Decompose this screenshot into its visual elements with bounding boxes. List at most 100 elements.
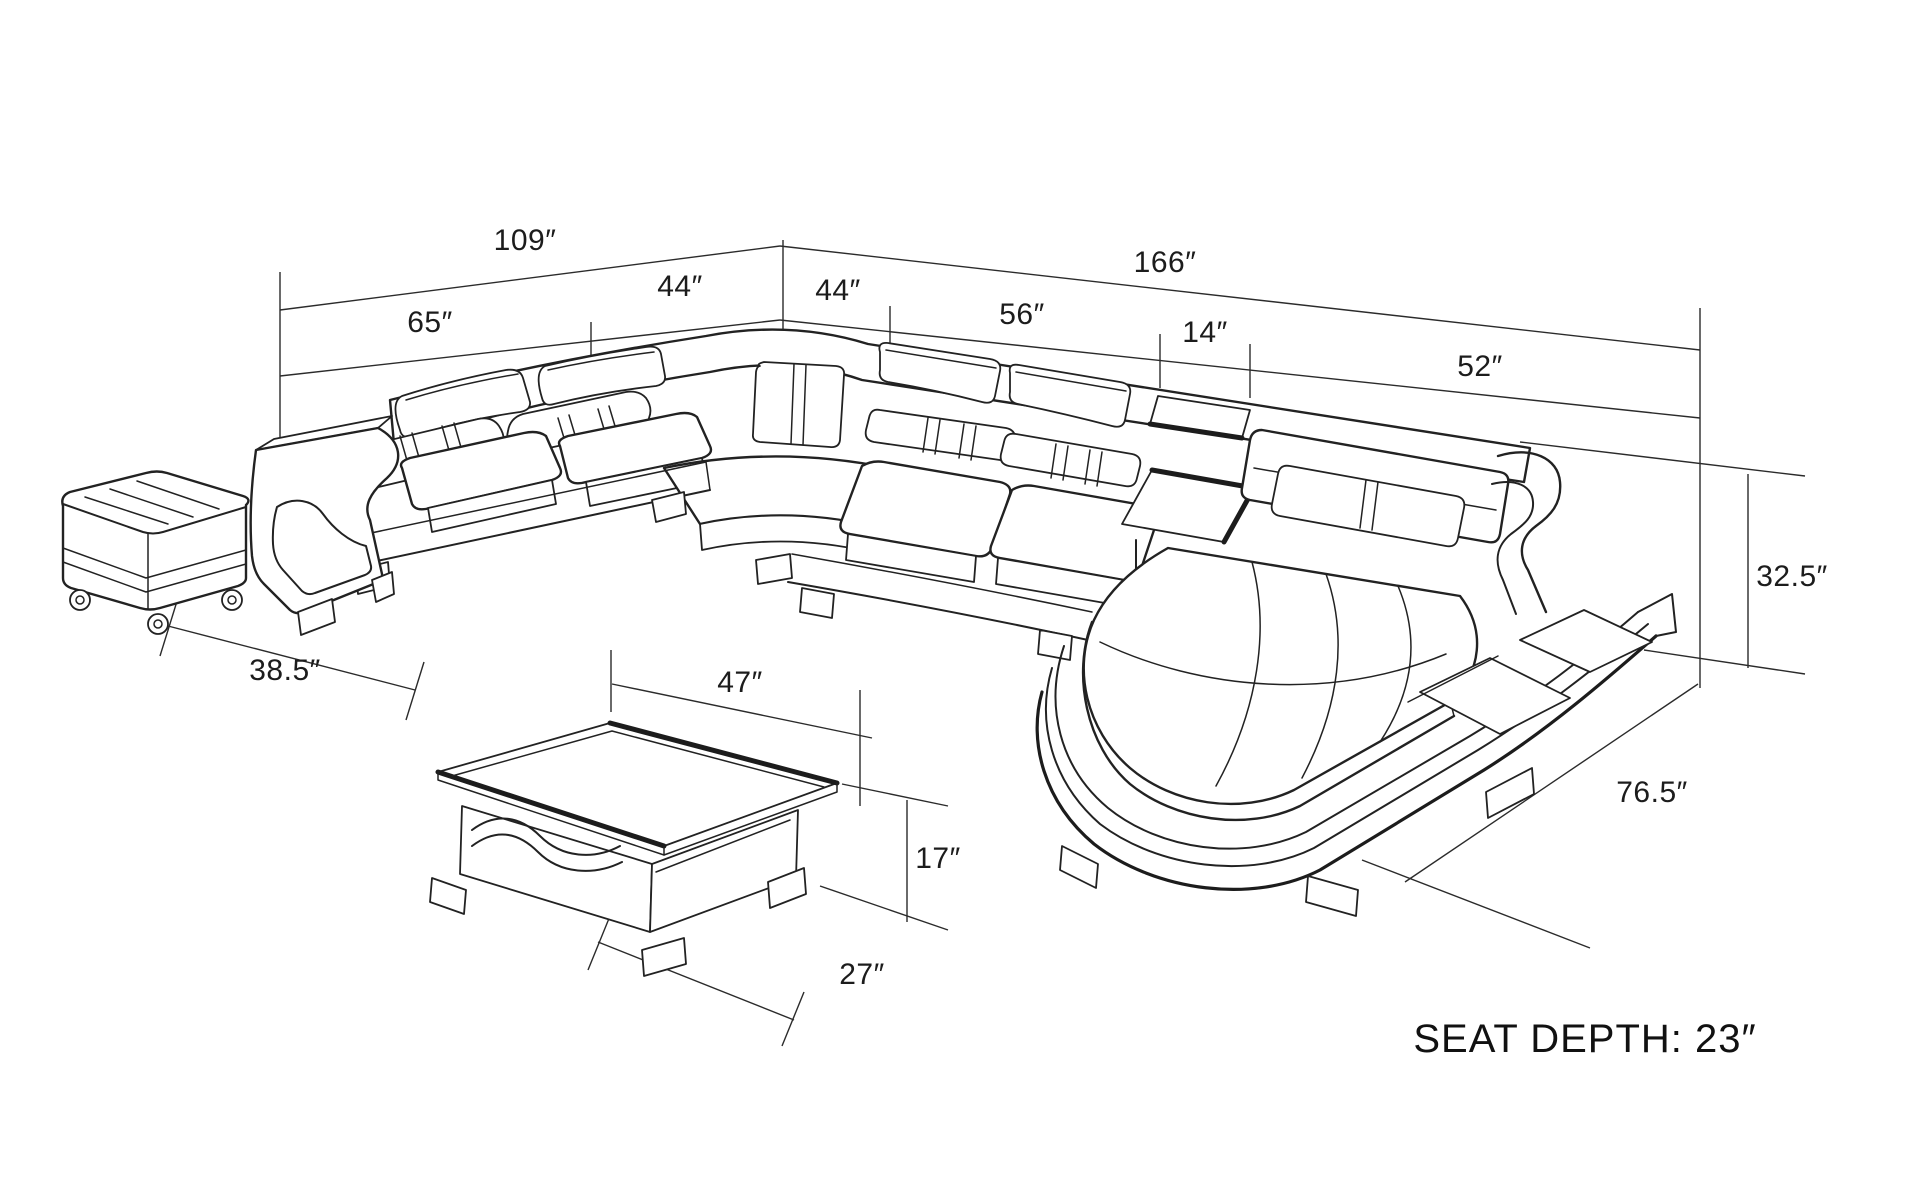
seat-cushion-front xyxy=(427,479,557,533)
console-shelf-edge xyxy=(1147,421,1245,441)
sofa-foot xyxy=(755,553,793,585)
dim-line-76-5 xyxy=(1404,683,1699,883)
pillow-stripe xyxy=(1359,479,1367,529)
dim-line-47 xyxy=(611,683,873,739)
ext-32-5-top xyxy=(1519,441,1806,477)
base-side-line xyxy=(655,819,791,873)
dimension-lines xyxy=(159,240,1806,1047)
base-rail xyxy=(791,553,1093,613)
console-glass-edge xyxy=(1149,467,1257,491)
platform-deck-edge xyxy=(1054,611,1639,850)
glass-inner-line xyxy=(451,730,825,788)
tick-27-b xyxy=(781,991,805,1047)
label-56: 56″ xyxy=(999,298,1045,331)
platform-base-outline xyxy=(1035,634,1658,891)
sofa-foot xyxy=(799,587,835,619)
headrest-cushion xyxy=(878,342,1002,404)
lumbar-pillow xyxy=(864,408,1016,462)
dimension-labels: 109″ 166″ 65″ 44″ 44″ 56″ 14″ 52″ 32.5″ … xyxy=(249,224,1828,1061)
label-65: 65″ xyxy=(407,306,453,339)
ottoman-top-edge xyxy=(62,503,247,535)
pillow-stripe xyxy=(922,417,929,453)
base-rail-end xyxy=(705,461,711,491)
caster-wheel xyxy=(69,589,91,611)
base-rail xyxy=(337,461,707,541)
dim-line-65-44 xyxy=(279,319,781,377)
headrest-crease xyxy=(885,349,997,369)
label-44-right: 44″ xyxy=(815,274,861,307)
tick-27-a xyxy=(587,915,611,971)
dim-line-38-5 xyxy=(167,625,416,691)
headrest-crease xyxy=(547,351,655,371)
dim-line-109 xyxy=(279,245,781,311)
label-32-5: 32.5″ xyxy=(1756,560,1828,593)
lumbar-pillow xyxy=(999,432,1142,488)
caster-wheel-hub xyxy=(75,595,85,605)
ottoman-stripe xyxy=(136,480,220,510)
coffee-table xyxy=(429,720,840,977)
table-foot xyxy=(767,867,807,909)
ext-17-top xyxy=(841,783,949,807)
corner-pillow-stripe xyxy=(790,363,795,445)
headrest-crease xyxy=(405,373,519,401)
tick-38-5-a xyxy=(159,597,179,657)
platform-mid-band xyxy=(1045,623,1649,868)
chaise-front-face xyxy=(1081,620,1456,822)
platform-foot xyxy=(1059,845,1099,889)
seat-cushion-front xyxy=(845,533,977,583)
label-44-left: 44″ xyxy=(657,270,703,303)
right-arm-inner xyxy=(1491,481,1535,615)
corner-pillow xyxy=(751,361,845,449)
pillow-stripe xyxy=(1371,481,1379,531)
seat-cushion xyxy=(399,430,563,511)
sectional-sofa xyxy=(249,328,1677,917)
caster-wheel xyxy=(147,613,169,635)
corner-pillow-stripe xyxy=(802,364,807,446)
label-76-5: 76.5″ xyxy=(1616,776,1688,809)
table-foot xyxy=(429,877,467,915)
ext-32-5-bottom xyxy=(1643,649,1806,675)
ext-76-5 xyxy=(1361,859,1591,949)
dim-line-166 xyxy=(779,245,1701,351)
left-arm-arch-cutout xyxy=(271,499,373,596)
sofa-foot xyxy=(651,491,687,523)
pillow-stripe xyxy=(958,423,965,459)
chaise-pillow xyxy=(1270,464,1466,548)
pillow-stripe xyxy=(1084,449,1091,485)
label-52: 52″ xyxy=(1457,350,1503,383)
chaise-tuft-line xyxy=(1379,585,1412,743)
chaise-platform xyxy=(1035,593,1677,917)
ottoman-stripe xyxy=(84,496,169,525)
caster-wheel-hub xyxy=(227,595,237,605)
sofa-foot xyxy=(1037,629,1073,661)
ottoman-stripe xyxy=(109,488,194,518)
pillow-stripe xyxy=(1050,443,1057,479)
platform-step-edge xyxy=(1407,655,1499,703)
platform-right-end xyxy=(1637,593,1677,637)
glass-top-edge xyxy=(607,720,840,786)
dim-line-27 xyxy=(597,941,795,1021)
label-109: 109″ xyxy=(494,224,557,257)
ottoman-band xyxy=(62,561,247,593)
headrest-cushion xyxy=(1008,363,1132,428)
tick-38-5-b xyxy=(405,661,425,721)
base-wave-cutout xyxy=(471,833,623,872)
chaise-tuft-line xyxy=(1215,561,1261,787)
dim-line-right-segments xyxy=(779,319,1701,419)
pillow-stripe xyxy=(934,419,941,455)
seat-depth-note: SEAT DEPTH: 23″ xyxy=(1413,1017,1756,1061)
glass-thickness xyxy=(663,782,838,856)
headrest-cushion xyxy=(537,345,666,406)
label-166: 166″ xyxy=(1134,246,1197,279)
label-38-5: 38.5″ xyxy=(249,654,321,687)
sofa-foot xyxy=(371,571,395,603)
caster-wheel-hub xyxy=(153,619,163,629)
platform-foot xyxy=(1485,767,1535,819)
base-rail xyxy=(343,489,711,569)
sofa-foot xyxy=(297,598,336,636)
pillow-stripe xyxy=(1062,445,1069,481)
platform-light-pad xyxy=(1519,609,1653,673)
ottoman xyxy=(61,470,250,635)
chaise-tuft-line xyxy=(1301,573,1339,779)
